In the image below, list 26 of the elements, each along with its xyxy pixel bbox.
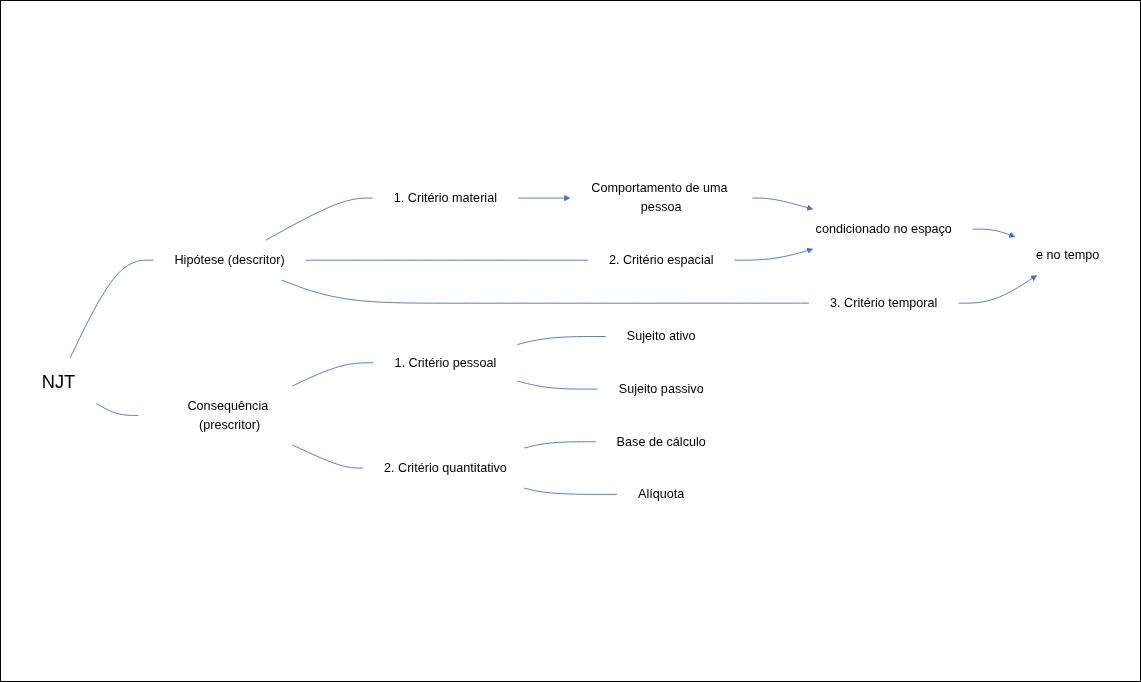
node-text: Comportamento de uma pessoa [591,180,728,214]
node-text: NJT [41,370,76,392]
connector [95,402,139,416]
connector [292,443,364,469]
connector [292,361,374,386]
node-text: Sujeito passivo [618,381,704,396]
node-text: 1. Critério pessoal [394,354,497,369]
node-text: 2. Critério espacial [608,252,714,267]
connector [523,487,618,495]
connector [516,380,599,390]
connector [281,279,810,304]
connector [265,197,374,241]
node-text: Consequência (prescritor) [187,398,269,432]
connector [305,259,589,261]
node-text: e no tempo [1036,247,1100,262]
node-text: 2. Critério quantitativo [383,460,507,475]
node-text: condicionado no espaço [815,221,952,236]
node-text: Hipótese (descritor) [174,252,285,267]
node-text: Base de cálculo [616,433,706,448]
node-text: 1. Critério material [393,190,497,205]
node-text: 3. Critério temporal [830,295,938,310]
node-text: Sujeito ativo [626,328,696,343]
connector [516,335,607,345]
node-text: Alíquota [638,486,685,501]
connector [523,440,597,449]
connector [69,259,154,358]
